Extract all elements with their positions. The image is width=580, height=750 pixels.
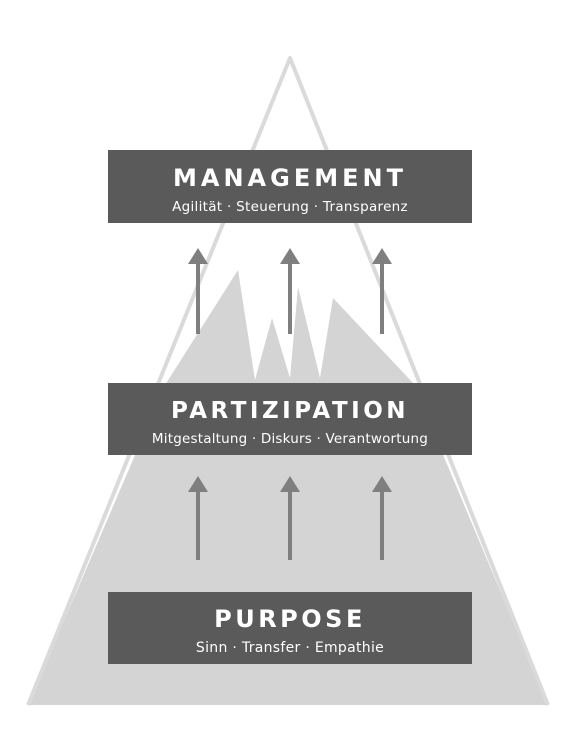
level-title: PARTIZIPATION [171, 398, 409, 424]
arrow-up-icon [188, 476, 208, 560]
level-subtitle: Mitgestaltung · Diskurs · Verantwortung [152, 431, 428, 447]
arrow-up-icon [372, 476, 392, 560]
mountain-outline [26, 56, 550, 706]
level-box-partizipation: PARTIZIPATION Mitgestaltung · Diskurs · … [108, 383, 472, 455]
level-box-purpose: PURPOSE Sinn · Transfer · Empathie [108, 592, 472, 664]
arrows-lower [188, 476, 392, 560]
arrow-up-icon [372, 248, 392, 334]
arrow-up-icon [280, 476, 300, 560]
arrow-up-icon [188, 248, 208, 334]
arrow-up-icon [280, 248, 300, 334]
level-title: PURPOSE [214, 605, 366, 633]
level-box-management: MANAGEMENT Agilität · Steuerung · Transp… [108, 150, 472, 223]
level-title: MANAGEMENT [173, 164, 407, 192]
level-subtitle: Agilität · Steuerung · Transparenz [172, 199, 408, 215]
level-subtitle: Sinn · Transfer · Empathie [196, 640, 384, 656]
arrows-upper [188, 248, 392, 334]
